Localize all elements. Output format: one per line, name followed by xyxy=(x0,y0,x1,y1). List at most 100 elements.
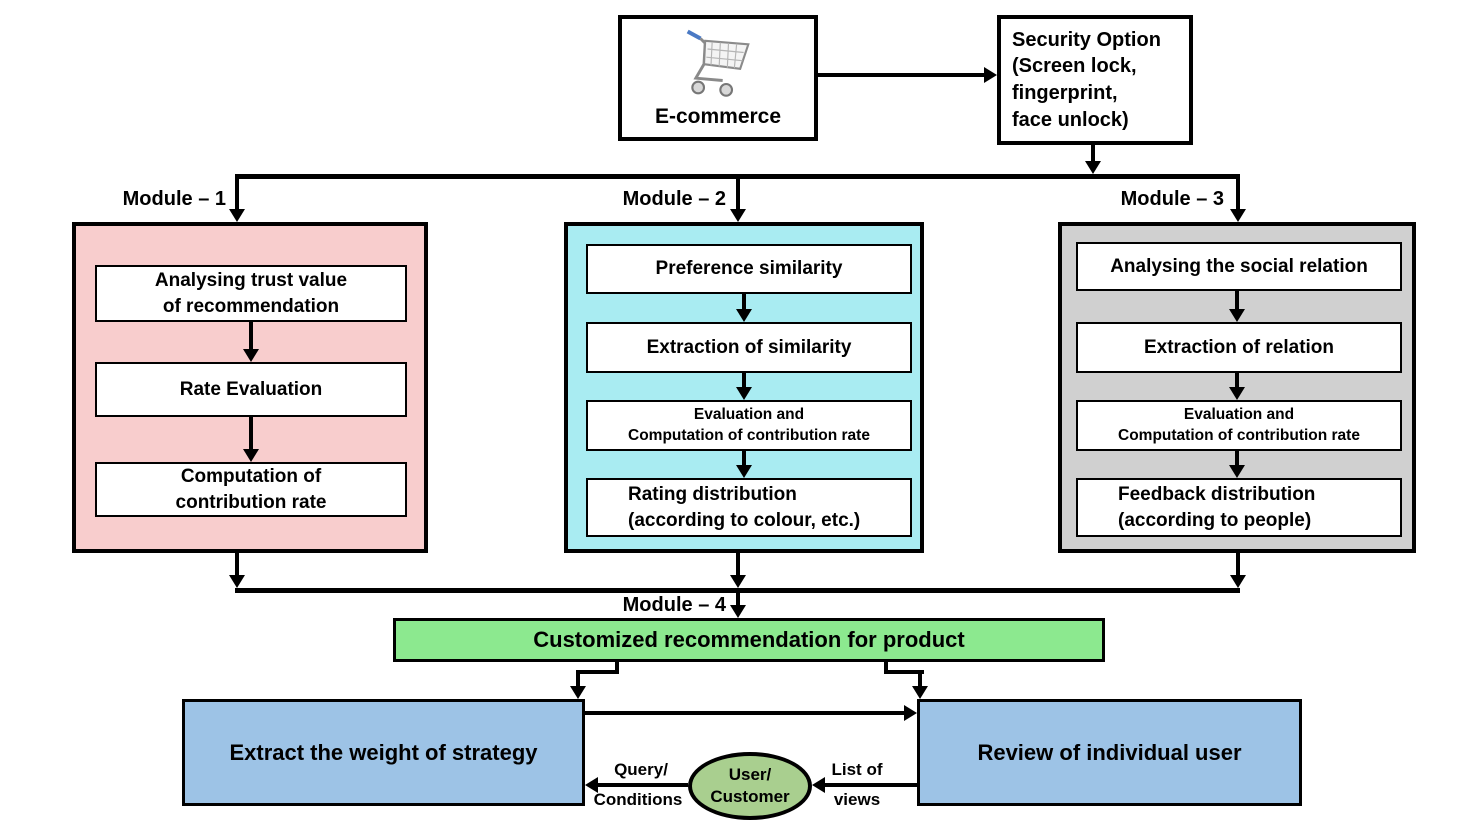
step-text: of recommendation xyxy=(162,295,340,317)
drop-module1-head xyxy=(229,209,245,222)
drop-module3-line xyxy=(1236,179,1240,209)
views-label-line2: views xyxy=(833,790,881,809)
ecommerce-label: E-commerce xyxy=(654,105,782,129)
elbow-left-head xyxy=(570,686,586,699)
user-customer-ellipse: User/ Customer xyxy=(688,752,812,820)
step-text: Preference similarity xyxy=(655,258,843,280)
elbow-right-head xyxy=(912,686,928,699)
elbow-left-seg1 xyxy=(615,662,619,674)
security-option-box: Security Option (Screen lock, fingerprin… xyxy=(997,15,1193,145)
module2-step2: Extraction of similarity xyxy=(586,322,912,373)
arrow-views-head xyxy=(812,777,825,793)
views-label-line1: List of xyxy=(831,760,883,779)
module3-step2: Extraction of relation xyxy=(1076,322,1402,373)
module2-arrow2-line xyxy=(742,373,746,387)
drop-module2-line xyxy=(736,179,740,209)
drop-module4-line xyxy=(736,593,740,605)
arrow-views-line xyxy=(825,783,917,787)
module3-out-line xyxy=(1236,553,1240,575)
elbow-left-seg3 xyxy=(576,670,580,686)
elbow-right-seg1 xyxy=(884,662,888,674)
module3-arrow1-head xyxy=(1229,309,1245,322)
arrow-extract-to-review-line xyxy=(585,711,904,715)
module2-step4: Rating distribution (according to colour… xyxy=(586,478,912,537)
module2-arrow1-head xyxy=(736,309,752,322)
extract-weight-box: Extract the weight of strategy xyxy=(182,699,585,806)
module3-step3: Evaluation and Computation of contributi… xyxy=(1076,400,1402,451)
step-text: Rating distribution xyxy=(628,483,797,505)
arrow-ecommerce-to-security-line xyxy=(818,73,984,77)
shopping-cart-icon xyxy=(686,29,750,97)
collector-line xyxy=(235,588,1240,593)
module1-arrow2-line xyxy=(249,417,253,449)
arrow-query-line xyxy=(598,783,688,787)
arrow-ecommerce-to-security-head xyxy=(984,67,997,83)
module1-arrow1-head xyxy=(243,349,259,362)
module3-arrow2-line xyxy=(1235,373,1239,387)
customized-recommendation-box: Customized recommendation for product xyxy=(393,618,1105,662)
module1-arrow1-line xyxy=(249,322,253,349)
query-label-line1: Query/ xyxy=(614,760,668,779)
module4-label: Module – 4 xyxy=(622,594,726,616)
module3-out-head xyxy=(1230,575,1246,588)
security-option-text-line: fingerprint, xyxy=(1012,82,1118,104)
module2-arrow3-line xyxy=(742,451,746,465)
query-label-line2: Conditions xyxy=(593,790,683,809)
user-customer-text: Customer xyxy=(710,787,790,806)
module3-arrow2-head xyxy=(1229,387,1245,400)
module3-arrow3-head xyxy=(1229,465,1245,478)
drop-module1-line xyxy=(235,179,239,209)
module2-out-line xyxy=(736,553,740,575)
module1-step1: Analysing trust value of recommendation xyxy=(95,265,407,322)
step-text: Computation of xyxy=(180,465,322,487)
security-option-text-line: Security Option xyxy=(1012,28,1161,51)
drop-module3-head xyxy=(1230,209,1246,222)
module1-arrow2-head xyxy=(243,449,259,462)
module2-step3: Evaluation and Computation of contributi… xyxy=(586,400,912,451)
customized-recommendation-label: Customized recommendation for product xyxy=(533,627,965,653)
review-user-box: Review of individual user xyxy=(917,699,1302,806)
module2-step1: Preference similarity xyxy=(586,244,912,294)
module3-step1: Analysing the social relation xyxy=(1076,242,1402,291)
elbow-right-seg3 xyxy=(918,670,922,686)
module3-label: Module – 3 xyxy=(1120,188,1224,210)
step-text: Evaluation and xyxy=(693,406,805,424)
step-text: (according to people) xyxy=(1118,509,1312,531)
module3-arrow1-line xyxy=(1235,291,1239,309)
ecommerce-box: E-commerce xyxy=(618,15,818,141)
step-text: Extraction of relation xyxy=(1143,336,1335,358)
module1-label: Module – 1 xyxy=(122,188,226,210)
module2-label: Module – 2 xyxy=(622,188,726,210)
module3-arrow3-line xyxy=(1235,451,1239,465)
module1-step3: Computation of contribution rate xyxy=(95,462,407,517)
review-user-label: Review of individual user xyxy=(977,739,1242,765)
arrow-security-down-head xyxy=(1085,161,1101,174)
step-text: Analysing the social relation xyxy=(1110,255,1368,277)
step-text: Analysing trust value xyxy=(154,269,348,291)
step-text: (according to colour, etc.) xyxy=(628,509,861,531)
step-text: Evaluation and xyxy=(1183,406,1295,424)
step-text: Feedback distribution xyxy=(1118,483,1316,505)
step-text: Rate Evaluation xyxy=(179,378,323,400)
step-text: Extraction of similarity xyxy=(646,336,852,358)
extract-weight-label: Extract the weight of strategy xyxy=(229,739,538,765)
user-customer-text: User/ xyxy=(728,764,772,784)
drop-module2-head xyxy=(730,209,746,222)
module1-out-line xyxy=(235,553,239,575)
elbow-right-seg2 xyxy=(884,670,924,674)
module2-arrow2-head xyxy=(736,387,752,400)
arrow-extract-to-review-head xyxy=(904,705,917,721)
step-text: contribution rate xyxy=(175,491,327,513)
arrow-query-head xyxy=(585,777,598,793)
distribution-line xyxy=(235,174,1240,179)
module1-out-head xyxy=(229,575,245,588)
module3-step4: Feedback distribution (according to peop… xyxy=(1076,478,1402,537)
step-text: Computation of contribution rate xyxy=(1118,426,1360,444)
elbow-left-seg2 xyxy=(576,670,619,674)
module2-arrow1-line xyxy=(742,294,746,309)
drop-module4-head xyxy=(730,605,746,618)
security-option-text-line: (Screen lock, xyxy=(1012,55,1137,78)
arrow-security-down-line xyxy=(1091,145,1095,162)
security-option-text-line: face unlock) xyxy=(1012,108,1129,131)
